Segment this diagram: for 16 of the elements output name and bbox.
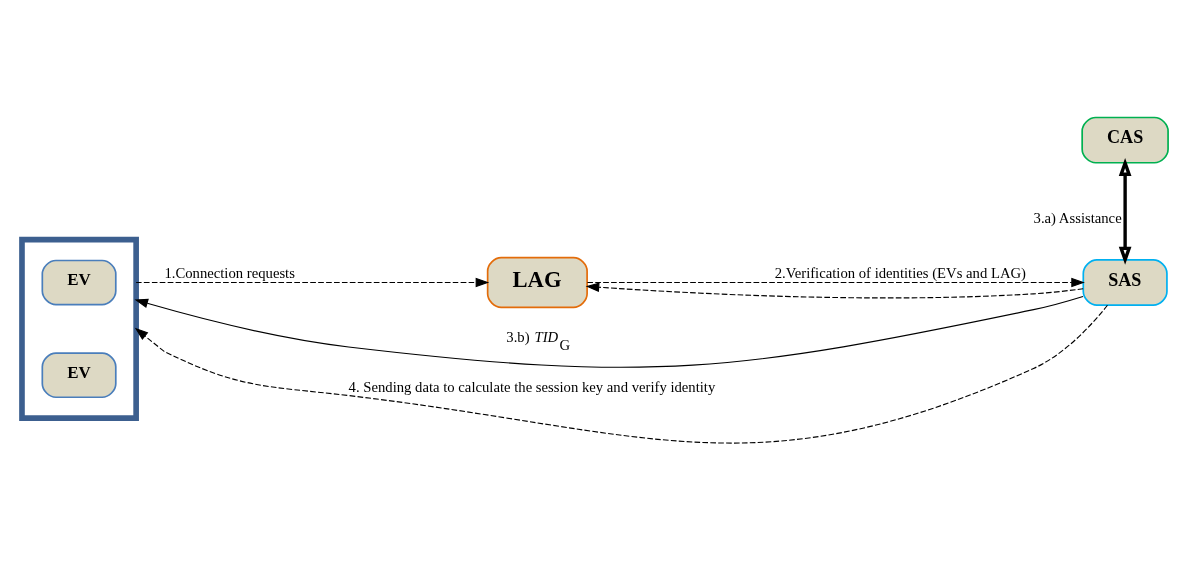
node-box: SAS	[1082, 259, 1168, 306]
node-box: EV	[41, 352, 117, 399]
arrow	[134, 295, 1084, 368]
edge-label: 2.Verification of identities (EVs and LAG)	[774, 265, 1026, 282]
edge-label: 1.Connection requests	[164, 265, 295, 282]
arrow	[135, 277, 490, 288]
node-box: EV	[41, 259, 117, 306]
edge-label: 3.a) Assistance	[1033, 210, 1122, 227]
arrow	[1118, 157, 1132, 265]
arrow	[585, 282, 1084, 299]
arrow	[586, 277, 1085, 288]
cluster	[19, 236, 139, 421]
arrow	[134, 304, 1109, 444]
node-box: CAS	[1081, 116, 1169, 164]
edge-label: 4. Sending data to calculate the session key and verify identity	[348, 378, 716, 395]
node-box: LAG	[486, 256, 588, 309]
